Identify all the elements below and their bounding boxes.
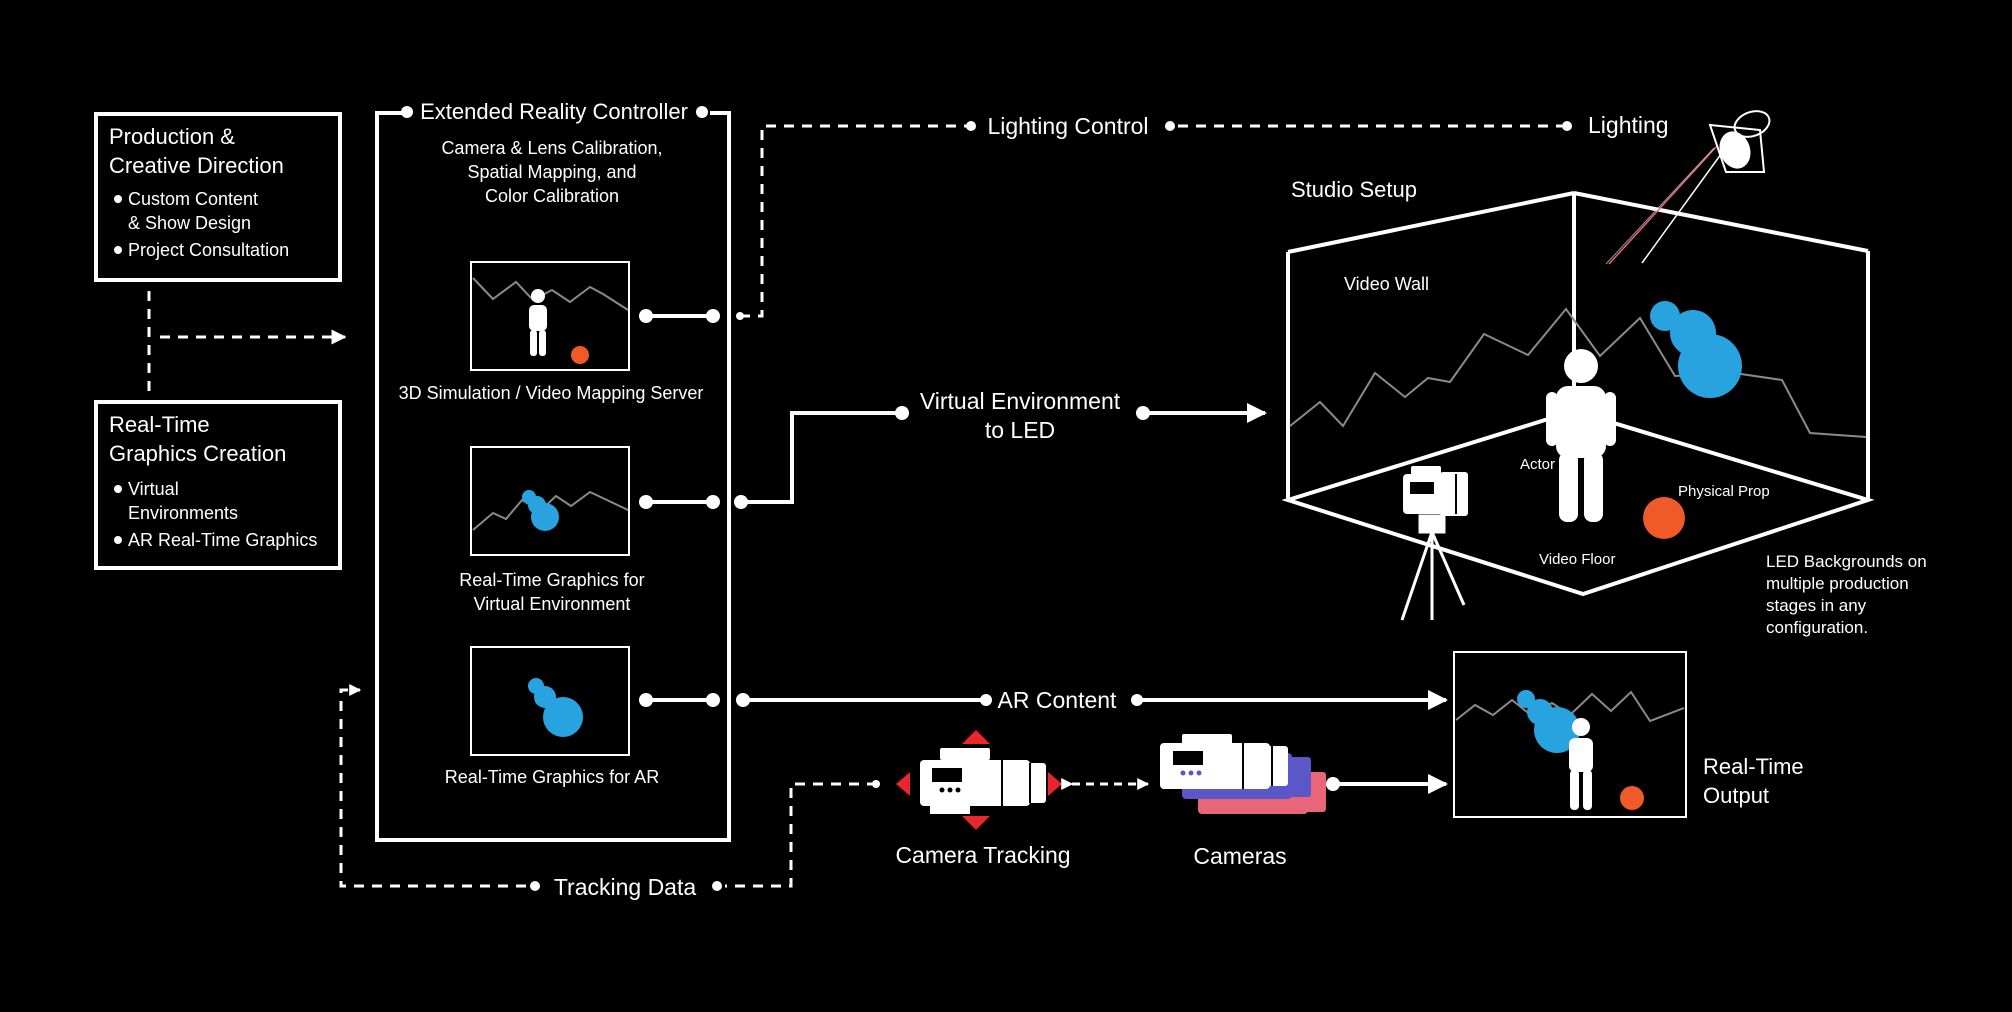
studio-note-line2: multiple production	[1766, 574, 1909, 593]
production-bullet1-line2: & Show Design	[128, 213, 251, 233]
xr-title: Extended Reality Controller	[420, 99, 688, 124]
tracking-arrow-icon	[896, 730, 1062, 830]
bullet-icon	[114, 485, 122, 493]
ar-content-flow: AR Content	[736, 687, 1448, 713]
lighting-label: Lighting	[1588, 112, 1669, 138]
server3-label: Real-Time Graphics for AR	[445, 767, 659, 787]
production-bullet1-line1: Custom Content	[128, 189, 258, 209]
server2-label-line1: Real-Time Graphics for	[459, 570, 644, 590]
video-wall-label: Video Wall	[1344, 274, 1429, 294]
spotlight-icon	[1605, 110, 1771, 265]
graphics-bullet1-line2: Environments	[128, 503, 238, 523]
studio-setup: Studio Setup Video Wall Video Floor	[1281, 110, 1927, 637]
graphics-bullet1-line1: Virtual	[128, 479, 179, 499]
tripod-icon	[1400, 514, 1466, 621]
person-icon	[529, 289, 547, 356]
server-output-connectors	[646, 314, 713, 702]
bullet-icon	[114, 195, 122, 203]
ar-content-label: AR Content	[998, 687, 1118, 713]
xr-controller: Extended Reality Controller Camera & Len…	[375, 99, 731, 842]
connector-nodes	[639, 309, 720, 707]
server1-label: 3D Simulation / Video Mapping Server	[399, 383, 704, 403]
output-label-line1: Real-Time	[1703, 754, 1804, 779]
virtual-env-flow: Virtual Environment to LED	[734, 388, 1267, 509]
realtime-output: Real-Time Output	[1453, 651, 1804, 818]
virtual-env-server: Real-Time Graphics for Virtual Environme…	[459, 446, 645, 614]
studio-note-line3: stages in any	[1766, 596, 1867, 615]
video-camera-icon	[920, 748, 1046, 814]
video-camera-icon	[1403, 466, 1468, 516]
orange-ball-icon	[1643, 497, 1685, 539]
lighting-control-flow: Lighting Control Lighting	[736, 112, 1669, 320]
video-floor-label: Video Floor	[1539, 551, 1615, 568]
graphics-bullet2: AR Real-Time Graphics	[128, 530, 317, 550]
studio-note-line1: LED Backgrounds on	[1766, 552, 1927, 571]
orange-ball-icon	[571, 346, 589, 364]
video-camera-icon	[1160, 734, 1326, 814]
physical-prop-label: Physical Prop	[1678, 483, 1770, 500]
graphics-creation-box: Real-Time Graphics Creation Virtual Envi…	[94, 400, 342, 570]
blue-bubble-icon	[1650, 301, 1742, 398]
production-bullet2: Project Consultation	[128, 240, 289, 260]
virtual-env-label-line1: Virtual Environment	[920, 388, 1121, 414]
virtual-env-label-line2: to LED	[985, 417, 1055, 443]
camera-tracking-label: Camera Tracking	[895, 842, 1070, 868]
blue-bubble-icon	[528, 678, 583, 737]
simulation-server: 3D Simulation / Video Mapping Server	[399, 261, 704, 403]
bullet-icon	[114, 536, 122, 544]
studio-title: Studio Setup	[1291, 177, 1417, 202]
ar-graphics-server: Real-Time Graphics for AR	[445, 646, 659, 787]
xr-calibration-line2: Spatial Mapping, and	[467, 162, 636, 182]
xr-calibration-line1: Camera & Lens Calibration,	[441, 138, 662, 158]
person-icon	[1546, 349, 1616, 522]
actor-label: Actor	[1520, 456, 1555, 473]
graphics-title-line2: Graphics Creation	[109, 441, 286, 466]
person-icon	[1569, 718, 1593, 810]
blue-bubble-icon	[522, 490, 559, 531]
xr-calibration-line3: Color Calibration	[485, 186, 619, 206]
production-title-line1: Production &	[109, 124, 235, 149]
creation-connectors	[147, 291, 347, 392]
production-box: Production & Creative Direction Custom C…	[94, 112, 342, 282]
cameras: Cameras	[1160, 734, 1448, 869]
tracking-data-label: Tracking Data	[554, 874, 697, 900]
graphics-title-line1: Real-Time	[109, 412, 210, 437]
tracking-data-flow: Tracking Data	[339, 684, 880, 900]
studio-note-line4: configuration.	[1766, 618, 1868, 637]
led-video-floor	[1281, 408, 1875, 597]
output-label-line2: Output	[1703, 783, 1769, 808]
cameras-label: Cameras	[1193, 843, 1286, 869]
lighting-control-label: Lighting Control	[987, 113, 1148, 139]
production-title-line2: Creative Direction	[109, 153, 284, 178]
camera-tracking: Camera Tracking	[895, 730, 1071, 868]
blue-bubble-icon	[1517, 690, 1580, 753]
wall-graphic	[1289, 307, 1867, 438]
bullet-icon	[114, 246, 122, 254]
server2-label-line2: Virtual Environment	[474, 594, 631, 614]
orange-ball-icon	[1620, 786, 1644, 810]
